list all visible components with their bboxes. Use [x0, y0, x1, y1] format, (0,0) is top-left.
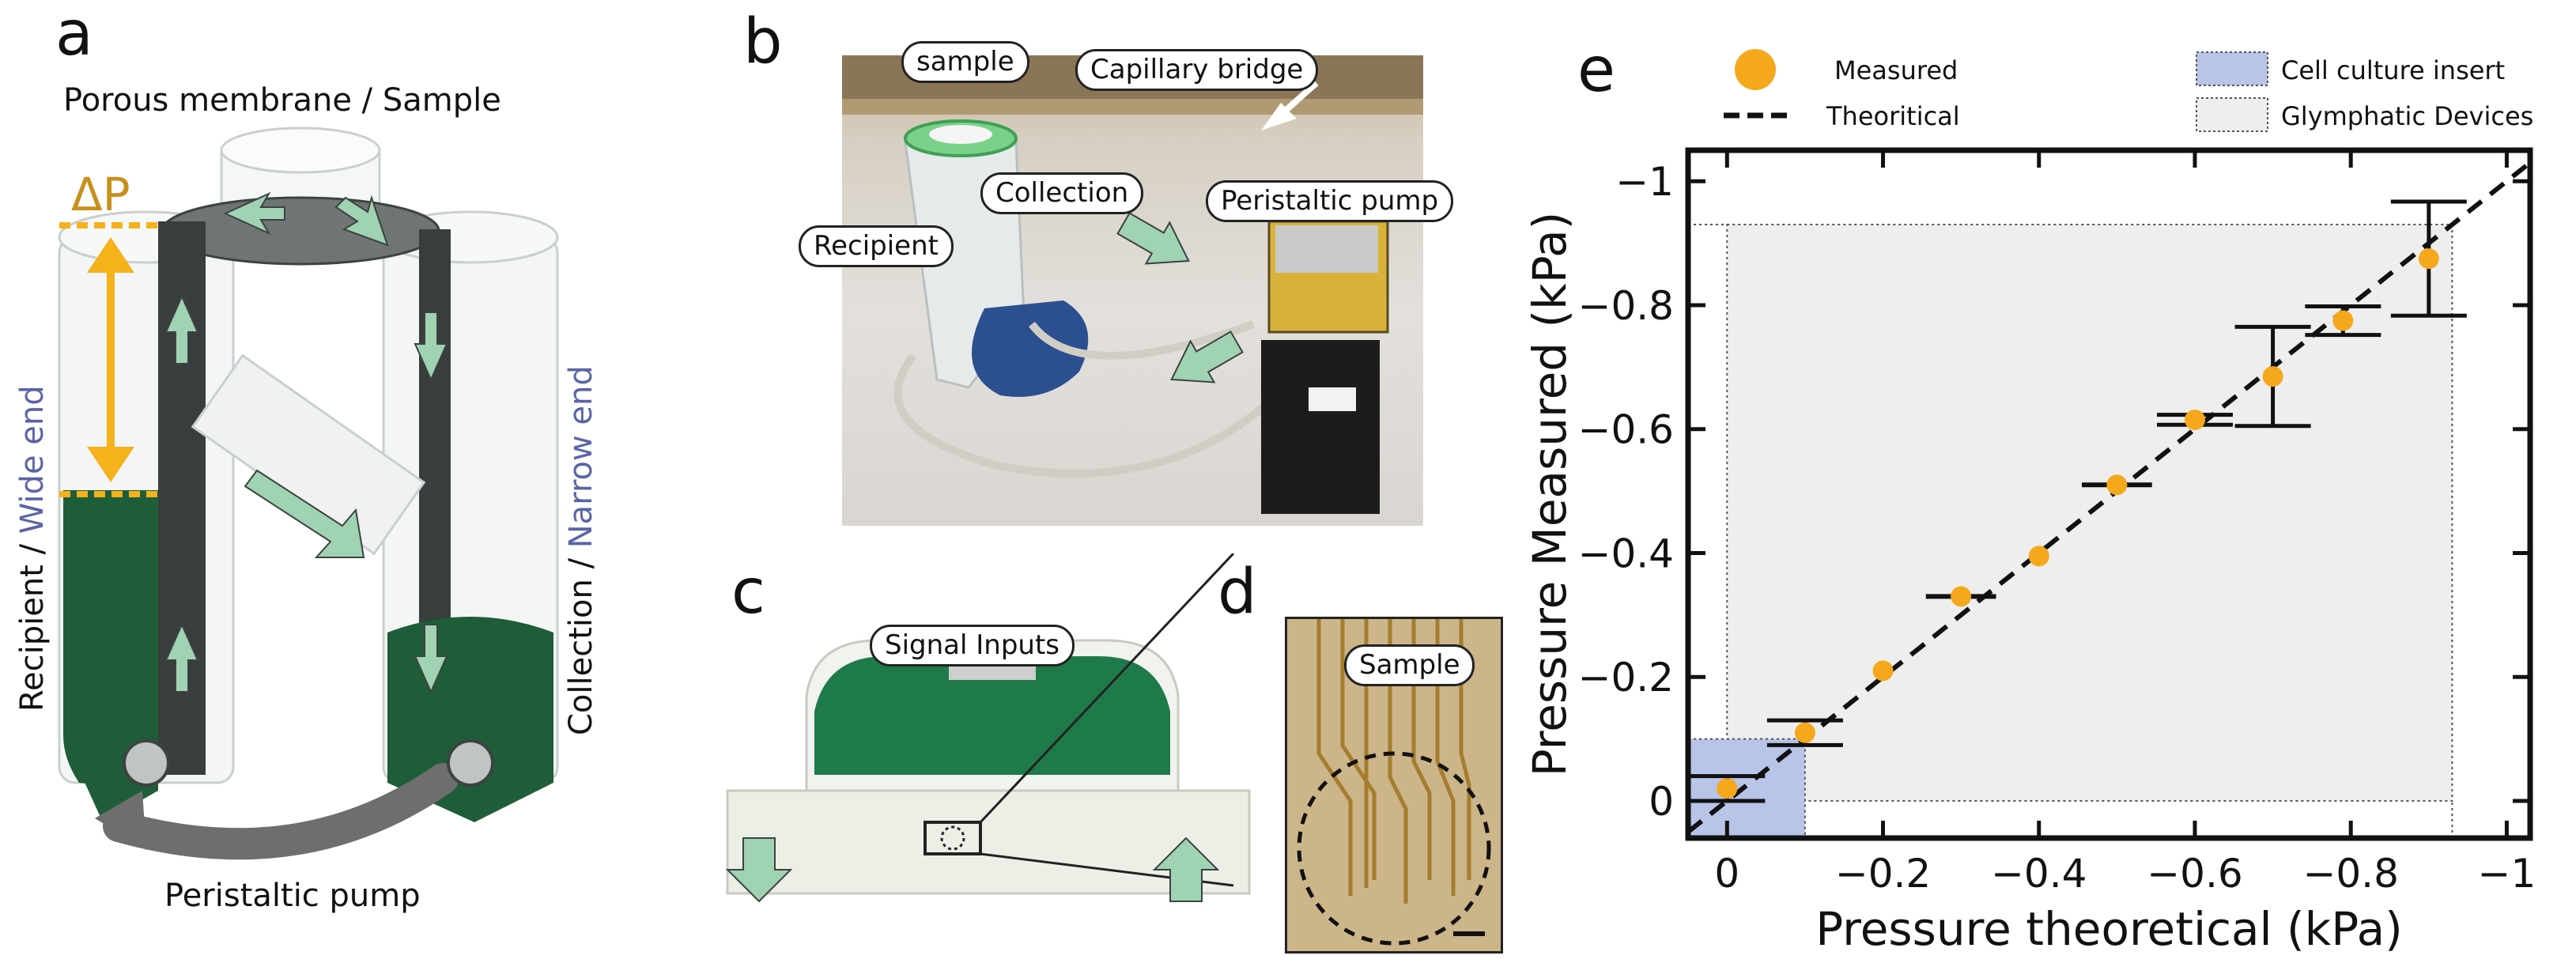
x-tick-label-3: −0.6 — [2147, 851, 2242, 897]
y-axis-label: Pressure Measured (kPa) — [1523, 212, 1577, 777]
label-capillary-bridge: Capillary bridge — [1075, 49, 1319, 91]
arrow-down-right-bottom — [414, 624, 448, 694]
arrow-up-left-bottom — [164, 622, 199, 693]
panel-label-e: e — [1577, 35, 1615, 106]
x-tick-label-2: −0.4 — [1991, 851, 2087, 897]
legend-label-measured: Measured — [1834, 55, 1958, 85]
panel-label-a: a — [55, 0, 93, 70]
membrane-cup-top — [220, 127, 381, 174]
label-sample-d: Sample — [1344, 644, 1475, 686]
pump-arrow — [103, 763, 459, 860]
delta-p-label: ΔP — [71, 168, 130, 221]
legend-box-glymphatic — [2196, 97, 2268, 132]
data-point-5 — [2106, 474, 2128, 496]
dp-arrow-head-bottom — [87, 447, 134, 482]
label-signal-inputs: Signal Inputs — [870, 625, 1075, 667]
left-liquid — [63, 490, 158, 791]
x-tick-label-1: −0.2 — [1835, 851, 1931, 897]
data-point-4 — [2028, 546, 2049, 567]
data-point-0 — [1717, 778, 1738, 799]
device-photo — [842, 55, 1423, 526]
data-point-7 — [2262, 366, 2283, 387]
label-sample: sample — [901, 41, 1029, 83]
panel-a-bottom-caption: Peristaltic pump — [164, 878, 421, 914]
panel-b: b sample Capillary bridge Collection — [680, 0, 1454, 538]
arrow-top-right — [334, 194, 389, 247]
x-tick-label-4: −0.8 — [2302, 851, 2398, 897]
y-tick-label-1: −0.2 — [1578, 655, 1674, 701]
y-tick-label-0: 0 — [1649, 779, 1674, 825]
pump-arrow-head — [95, 791, 146, 850]
y-tick-label-4: −0.8 — [1578, 283, 1674, 329]
y-tick-label-3: −0.6 — [1578, 407, 1674, 453]
legend-label-glymphatic: Glymphatic Devices — [2281, 101, 2533, 131]
legend-box-cell-culture — [2196, 51, 2268, 86]
pressure-chart: 0−0.2−0.4−0.6−0.8−10−0.2−0.4−0.6−0.8−1Pr… — [1523, 49, 2536, 956]
legend-label-cell-culture: Cell culture insert — [2281, 55, 2505, 85]
panel-c: c Signal Inputs — [696, 553, 1281, 957]
legend-marker-measured — [1735, 49, 1776, 90]
panel-a-top-caption: Porous membrane / Sample — [63, 82, 501, 119]
data-point-6 — [2184, 409, 2205, 430]
plot-frame — [1685, 147, 2533, 841]
right-connector — [447, 739, 494, 787]
panel-label-d: d — [1218, 557, 1257, 628]
data-point-9 — [2418, 248, 2439, 270]
panel-label-b: b — [743, 6, 783, 77]
left-side-label: Recipient / Wide end — [14, 385, 51, 712]
electrode-traces — [1297, 619, 1491, 946]
right-side-label: Collection / Narrow end — [563, 365, 599, 735]
label-collection: Collection — [980, 172, 1144, 214]
panel-e: e 0 −0.2 −0.4 −0.6 −0.8 −1 0 −0.2 −0.4 −0.6 −0.8 −1… — [1502, 0, 2576, 963]
arrow-up-left-top — [164, 294, 199, 364]
panel-d: d Sample — [1214, 553, 1546, 957]
arrow-down-right-top — [414, 312, 448, 382]
data-point-8 — [2332, 310, 2354, 331]
y-tick-label-5: −1 — [1615, 159, 1674, 205]
right-channel — [419, 229, 451, 672]
data-point-3 — [1951, 586, 1972, 607]
data-point-1 — [1794, 722, 1815, 743]
dp-arrow-head-top — [87, 237, 134, 273]
data-point-2 — [1872, 660, 1894, 682]
label-peristaltic-pump: Peristaltic pump — [1206, 180, 1454, 222]
x-axis-label: Pressure theoretical (kPa) — [1815, 902, 2403, 956]
panel-label-c: c — [731, 557, 765, 628]
panel-b-arrows — [1116, 81, 1319, 383]
electrode-device-drawing — [725, 553, 1251, 903]
y-tick-label-2: −0.4 — [1578, 531, 1674, 576]
legend-label-theoretical: Theoritical — [1826, 101, 1960, 131]
x-tick-label-5: −1 — [2478, 851, 2536, 897]
arrow-diagonal — [244, 469, 365, 558]
label-recipient: Recipient — [799, 225, 954, 267]
panel-a: a Porous membrane / Sample — [0, 0, 601, 963]
arrow-top-left — [223, 191, 285, 236]
x-tick-label-0: 0 — [1714, 851, 1739, 897]
left-connector — [123, 739, 170, 787]
fluidic-device-diagram — [58, 127, 559, 860]
